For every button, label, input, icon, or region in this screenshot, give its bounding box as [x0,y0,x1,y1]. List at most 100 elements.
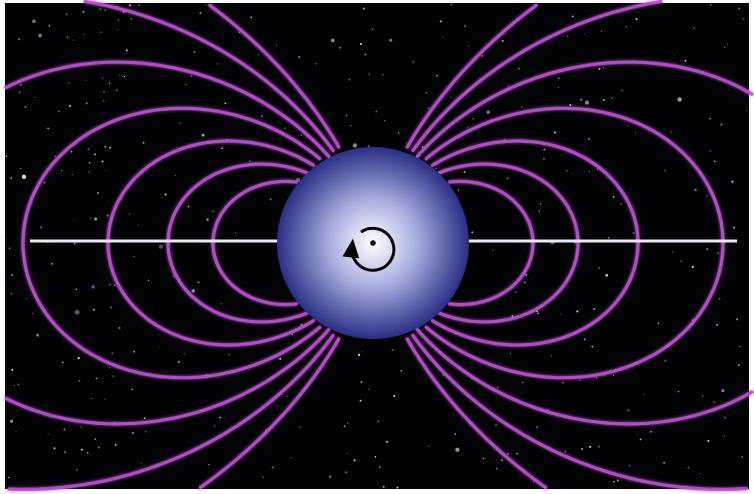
star [566,170,568,172]
star [298,55,301,58]
star [158,244,164,249]
star [137,4,140,7]
star [569,104,572,107]
star [450,96,452,98]
star [501,459,503,462]
star [687,466,690,469]
star [173,277,175,279]
star [131,431,134,435]
star [106,214,109,217]
star [450,3,453,6]
star [595,377,598,379]
star [43,181,46,184]
star [214,425,216,427]
star [109,367,111,369]
star [731,180,734,183]
star [239,31,241,33]
star [5,155,8,158]
star [718,298,721,300]
star [235,232,236,233]
star [176,146,178,148]
star [113,284,116,287]
star [93,153,97,156]
star [581,448,584,450]
star [70,150,73,153]
star [518,67,520,70]
star [77,357,80,360]
star [632,232,635,234]
star [600,30,603,32]
star [720,123,723,126]
star [193,51,196,53]
star [99,356,101,358]
star [314,62,317,65]
star [558,77,560,79]
star [36,333,40,337]
star [190,75,193,77]
star [88,171,90,173]
star [133,256,135,258]
star [536,310,539,313]
field-line [198,3,341,489]
star [384,120,386,122]
star [299,426,302,429]
star [212,210,214,212]
star [90,397,92,400]
star [118,327,121,329]
star [603,374,606,377]
star [699,472,701,475]
star [57,110,60,113]
star [68,104,71,107]
star [738,345,741,348]
star [95,377,98,380]
star [471,231,474,234]
star [421,146,424,148]
star [589,445,592,448]
star [206,218,209,221]
star [105,169,107,171]
star [91,285,95,289]
star [560,313,562,315]
star [125,49,128,52]
star [346,452,348,454]
star [300,323,303,326]
star [621,89,623,92]
star [650,431,652,433]
star [345,114,348,117]
star [664,359,667,362]
star [635,132,637,134]
star [174,174,177,177]
star [507,84,510,87]
star [54,155,57,157]
field-line [424,106,725,380]
star [458,189,460,191]
star [73,219,75,222]
field-line [448,179,535,307]
star [691,266,694,269]
star [706,195,708,197]
star [100,31,102,33]
star [362,7,365,10]
field-line [166,162,309,324]
star [677,97,682,102]
star [707,440,710,442]
star [525,274,528,276]
rotation-axis-dot [370,240,376,246]
star [482,457,485,460]
star [94,217,98,221]
star [389,38,393,42]
star [38,33,42,38]
star [598,267,600,269]
star [571,15,574,18]
star [435,167,438,170]
star [352,143,358,148]
star [97,446,100,449]
star [75,288,78,291]
star [63,428,66,431]
star [199,12,202,15]
star [635,18,638,21]
star [85,79,87,82]
star [343,425,346,427]
star [47,433,49,435]
star [591,345,594,348]
